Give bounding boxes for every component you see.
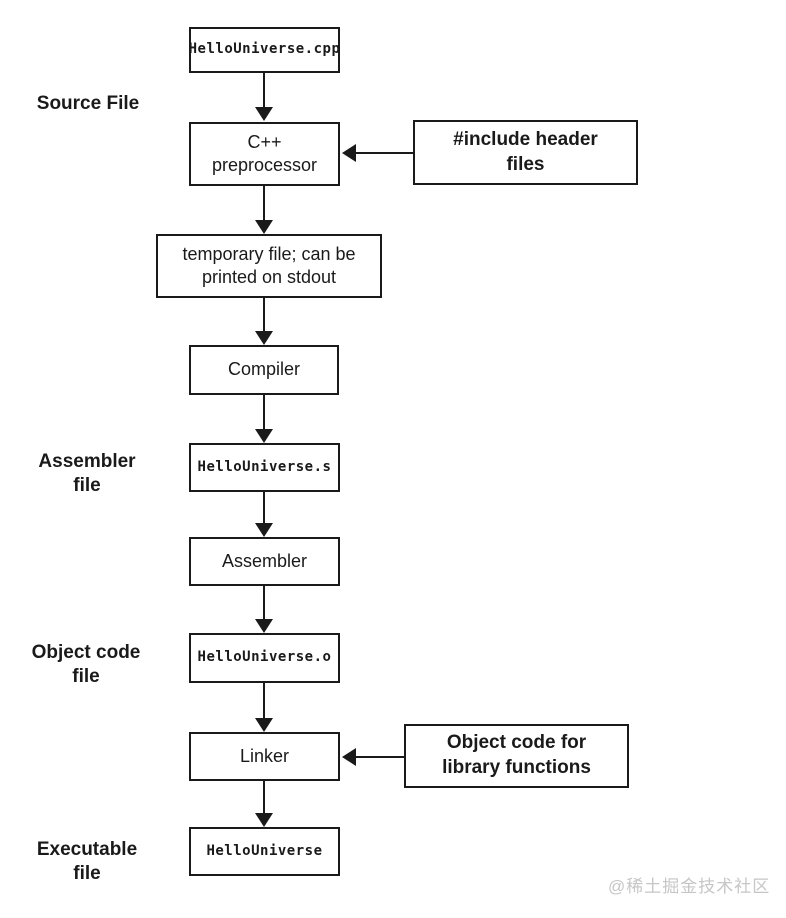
node-include-header-files: #include header files	[413, 120, 638, 185]
arrow-left-headers-to-preprocessor	[342, 144, 413, 162]
arrow-down-tempfile-to-compiler	[255, 298, 273, 345]
arrow-down-compiler-to-asmfile	[255, 395, 273, 443]
arrow-down-linker-to-executable	[255, 781, 273, 827]
node-cpp-preprocessor: C++ preprocessor	[189, 122, 340, 186]
watermark-text: @稀土掘金技术社区	[608, 877, 771, 896]
label-source-file: Source File	[36, 93, 140, 114]
label-object-code-file: Object code file	[31, 642, 141, 688]
label-assembler-file: Assembler file	[38, 451, 136, 497]
arrow-down-asmfile-to-assembler	[255, 492, 273, 537]
node-temporary-file: temporary file; can be printed on stdout	[156, 234, 382, 298]
node-assembler: Assembler	[189, 537, 340, 586]
node-library-object-code: Object code for library functions	[404, 724, 629, 788]
arrow-down-assembler-to-objfile	[255, 586, 273, 633]
node-linker: Linker	[189, 732, 340, 781]
arrow-left-library-to-linker	[342, 748, 404, 766]
node-compiler: Compiler	[189, 345, 339, 395]
node-source-cpp-file: HelloUniverse.cpp	[189, 27, 340, 73]
arrow-down-cpp-to-preprocessor	[255, 73, 273, 121]
arrow-down-objfile-to-linker	[255, 683, 273, 732]
arrow-down-preprocessor-to-tempfile	[255, 186, 273, 234]
node-assembler-file: HelloUniverse.s	[189, 443, 340, 492]
node-object-file: HelloUniverse.o	[189, 633, 340, 683]
label-executable-file: Executable file	[36, 839, 138, 885]
node-executable: HelloUniverse	[189, 827, 340, 876]
